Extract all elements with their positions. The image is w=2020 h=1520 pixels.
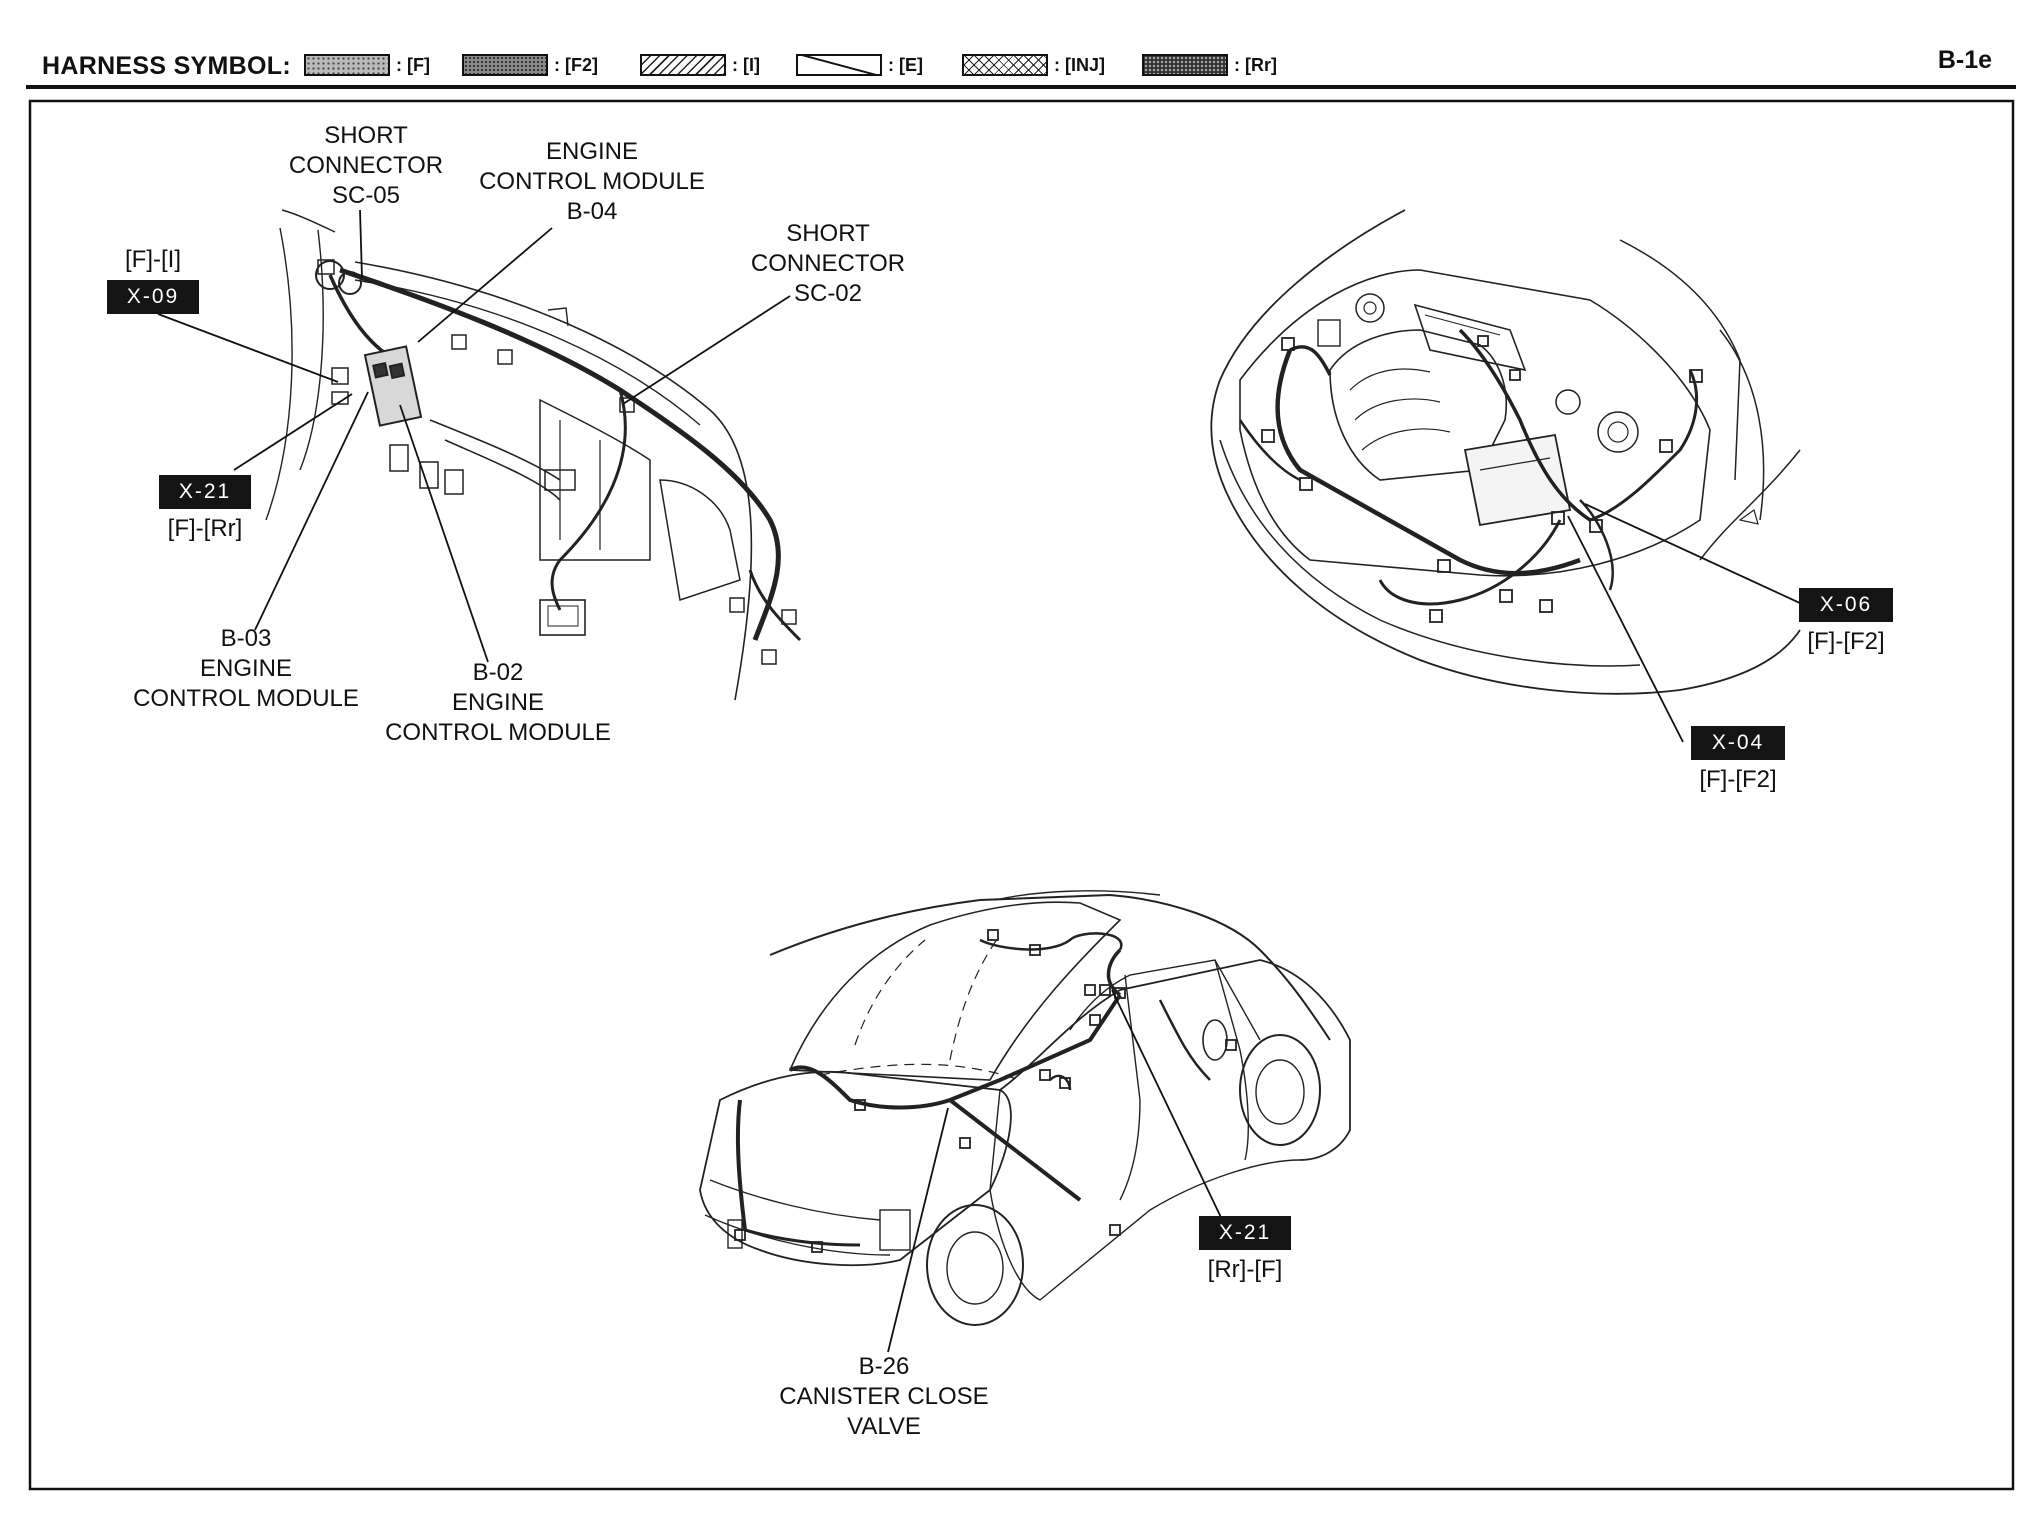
label-line: CONNECTOR <box>750 250 906 277</box>
label-line: B-04 <box>566 198 618 225</box>
legend-swatch-e <box>796 54 882 76</box>
legend-swatch-inj <box>962 54 1048 76</box>
legend-label-i: : [I] <box>732 54 760 75</box>
x04-connector-tag: X-04 <box>1691 726 1785 760</box>
x06-harness-code: [F]-[F2] <box>1807 628 1885 655</box>
header-rule <box>26 85 2016 89</box>
legend-label-inj: : [INJ] <box>1054 54 1105 75</box>
label-canister-close-valve-b26: B-26 CANISTER CLOSE VALVE <box>779 1352 988 1442</box>
label-ecm-b04: ENGINE CONTROL MODULE B-04 <box>479 137 705 227</box>
x21-car-connector-tag: X-21 <box>1199 1216 1291 1250</box>
page-id: B-1e <box>1937 46 1992 74</box>
label-line: ENGINE <box>199 655 293 682</box>
x21-dash-harness-code: [F]-[Rr] <box>167 515 243 542</box>
legend-swatch-f <box>304 54 390 76</box>
label-ecm-b02: B-02 ENGINE CONTROL MODULE <box>385 658 611 748</box>
label-line: ENGINE <box>451 689 545 716</box>
label-line: SC-05 <box>331 182 401 209</box>
label-line: CONTROL MODULE <box>479 168 705 195</box>
label-line: SC-02 <box>793 280 863 307</box>
engine-bay-drawing <box>1210 209 1801 695</box>
legend-swatch-i <box>640 54 726 76</box>
label-line: CANISTER CLOSE <box>779 1383 989 1410</box>
label-line: SHORT <box>786 220 870 247</box>
car-leader-lines <box>887 989 1229 1353</box>
x21-car-harness-code: [Rr]-[F] <box>1207 1256 1283 1283</box>
label-line: B-02 <box>472 659 524 686</box>
harness-symbol-title: HARNESS SYMBOL: <box>42 52 291 80</box>
legend-label-e: : [E] <box>888 54 923 75</box>
x06-connector-tag: X-06 <box>1799 588 1893 622</box>
car-body-drawing <box>699 890 1351 1326</box>
legend-item-inj: : [INJ] <box>962 50 1105 80</box>
label-line: SHORT <box>324 122 408 149</box>
x09-harness-code: [F]-[I] <box>125 246 181 273</box>
label-line: CONTROL MODULE <box>385 719 611 746</box>
legend-label-f: : [F] <box>396 54 430 75</box>
legend-item-f: : [F] <box>304 50 430 80</box>
label-line: CONTROL MODULE <box>133 685 359 712</box>
dash-harness-drawing <box>265 209 802 701</box>
engine-leader-lines <box>1567 503 1803 743</box>
legend-label-f2: : [F2] <box>554 54 598 75</box>
legend-item-e: : [E] <box>796 50 923 80</box>
label-short-connector-sc05: SHORT CONNECTOR SC-05 <box>289 121 443 211</box>
x09-connector-tag: X-09 <box>107 280 199 314</box>
dash-leader-lines <box>157 209 791 663</box>
legend-label-rr: : [Rr] <box>1234 54 1277 75</box>
legend-item-f2: : [F2] <box>462 50 598 80</box>
label-short-connector-sc02: SHORT CONNECTOR SC-02 <box>751 219 905 309</box>
legend-item-rr: : [Rr] <box>1142 50 1277 80</box>
label-line: VALVE <box>847 1413 921 1440</box>
legend-swatch-f2 <box>462 54 548 76</box>
label-line: B-03 <box>220 625 272 652</box>
diagram-frame <box>28 99 2015 1491</box>
legend-item-i: : [I] <box>640 50 760 80</box>
label-line: B-26 <box>858 1353 910 1380</box>
x21-dash-connector-tag: X-21 <box>159 475 251 509</box>
label-line: CONNECTOR <box>288 152 444 179</box>
label-ecm-b03: B-03 ENGINE CONTROL MODULE <box>133 624 359 714</box>
x04-harness-code: [F]-[F2] <box>1699 766 1777 793</box>
label-line: ENGINE <box>545 138 639 165</box>
legend-swatch-rr <box>1142 54 1228 76</box>
